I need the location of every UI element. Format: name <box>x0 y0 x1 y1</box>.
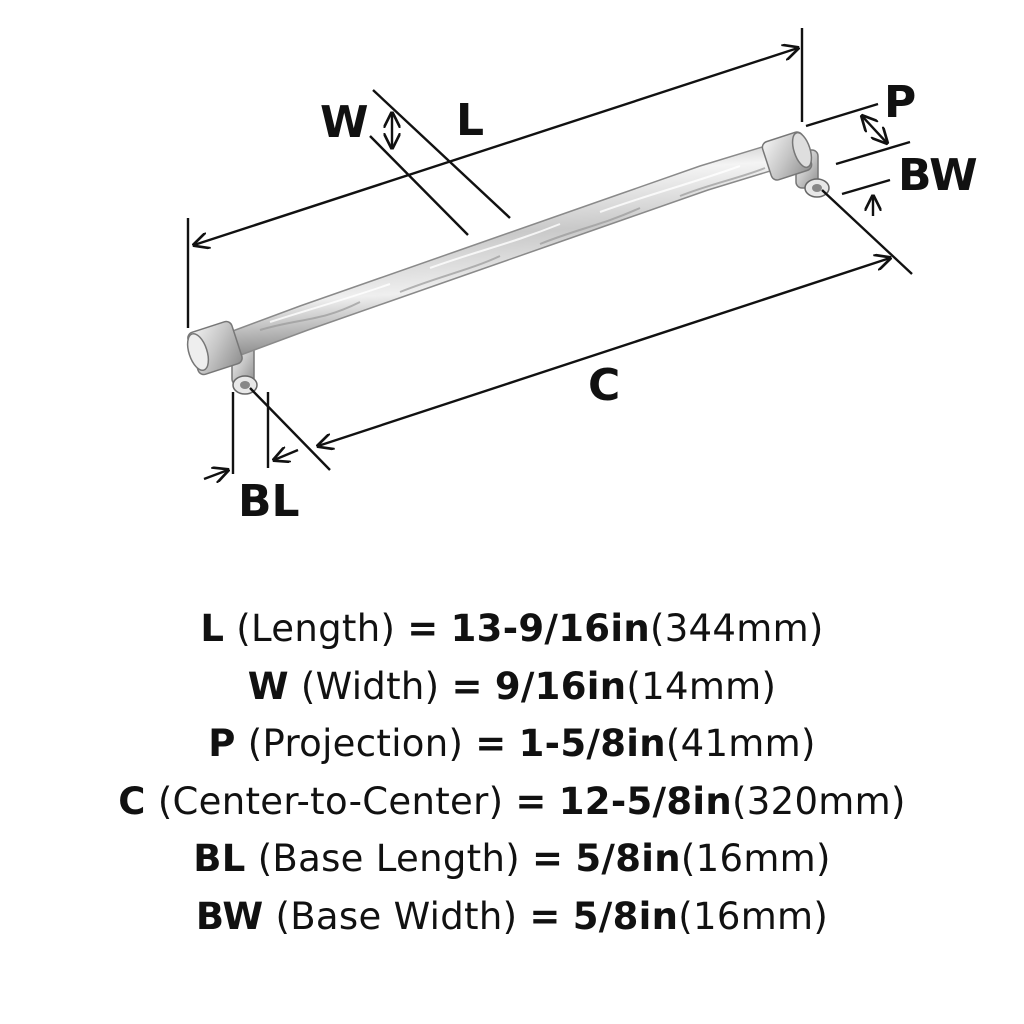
spec-imperial: 5/8in <box>572 894 679 938</box>
bw-extension <box>841 178 891 196</box>
spec-description: (Center-to-Center) <box>157 779 504 823</box>
hammered-bar <box>229 143 781 357</box>
spec-equals: = <box>515 779 547 823</box>
c-extension-right <box>821 189 913 275</box>
spec-metric: (16mm) <box>680 837 831 880</box>
spec-key: P <box>208 722 236 765</box>
label-p: P <box>884 77 916 128</box>
spec-imperial: 5/8in <box>575 837 681 880</box>
spec-key: C <box>118 779 146 823</box>
spec-key: W <box>247 664 289 708</box>
spec-equals: = <box>529 894 561 938</box>
spec-equals: = <box>407 607 439 650</box>
spec-imperial: 13-9/16in <box>450 607 650 650</box>
label-bl: BL <box>238 476 300 527</box>
bl-arrow-left <box>203 470 228 479</box>
spec-base-length: BL (Base Length) = 5/8in(16mm) <box>0 830 1024 888</box>
spec-metric: (320mm) <box>732 779 906 823</box>
spec-equals: = <box>451 664 483 708</box>
spec-width: W (Width) = 9/16in(14mm) <box>0 658 1024 716</box>
label-w: W <box>320 97 369 148</box>
spec-equals: = <box>532 837 564 880</box>
left-end-face <box>186 332 210 372</box>
spec-description: (Base Length) <box>257 837 520 880</box>
spec-description: (Base Width) <box>275 894 518 938</box>
spec-description: (Length) <box>236 607 396 650</box>
spec-equals: = <box>475 722 507 765</box>
spec-metric: (14mm) <box>626 664 777 708</box>
spec-key: BL <box>193 837 246 880</box>
spec-base-width: BW (Base Width) = 5/8in(16mm) <box>0 888 1024 946</box>
spec-imperial: 1-5/8in <box>518 722 666 765</box>
spec-metric: (41mm) <box>665 722 816 765</box>
spec-length: L (Length) = 13-9/16in(344mm) <box>0 600 1024 658</box>
l-dimension-arrow <box>194 48 798 245</box>
c-extension-left <box>249 387 331 471</box>
spec-imperial: 12-5/8in <box>558 779 733 823</box>
handle-dimension-diagram: W L P BW C BL <box>186 28 978 527</box>
label-bw: BW <box>898 150 978 201</box>
cabinet-pull-handle <box>186 131 830 395</box>
w-extension-2 <box>369 135 469 236</box>
label-l: L <box>456 95 484 146</box>
spec-projection: P (Projection) = 1-5/8in(41mm) <box>0 715 1024 773</box>
spec-description: (Width) <box>300 664 440 708</box>
c-dimension-arrow <box>318 258 890 446</box>
p-extension-2 <box>835 140 911 166</box>
bl-arrow-right <box>274 450 299 460</box>
specifications-list: L (Length) = 13-9/16in(344mm) W (Width) … <box>0 600 1024 945</box>
spec-metric: (344mm) <box>649 607 824 650</box>
spec-metric: (16mm) <box>678 894 829 938</box>
spec-key: L <box>200 607 225 650</box>
spec-key: BW <box>195 894 264 938</box>
dimension-lines <box>186 28 913 479</box>
label-c: C <box>588 360 620 411</box>
spec-center-to-center: C (Center-to-Center) = 12-5/8in(320mm) <box>0 773 1024 831</box>
spec-description: (Projection) <box>247 722 464 765</box>
p-extension-1 <box>805 102 879 128</box>
spec-imperial: 9/16in <box>494 664 627 708</box>
p-dimension-arrow <box>862 116 887 143</box>
w-extension-1 <box>372 89 511 219</box>
